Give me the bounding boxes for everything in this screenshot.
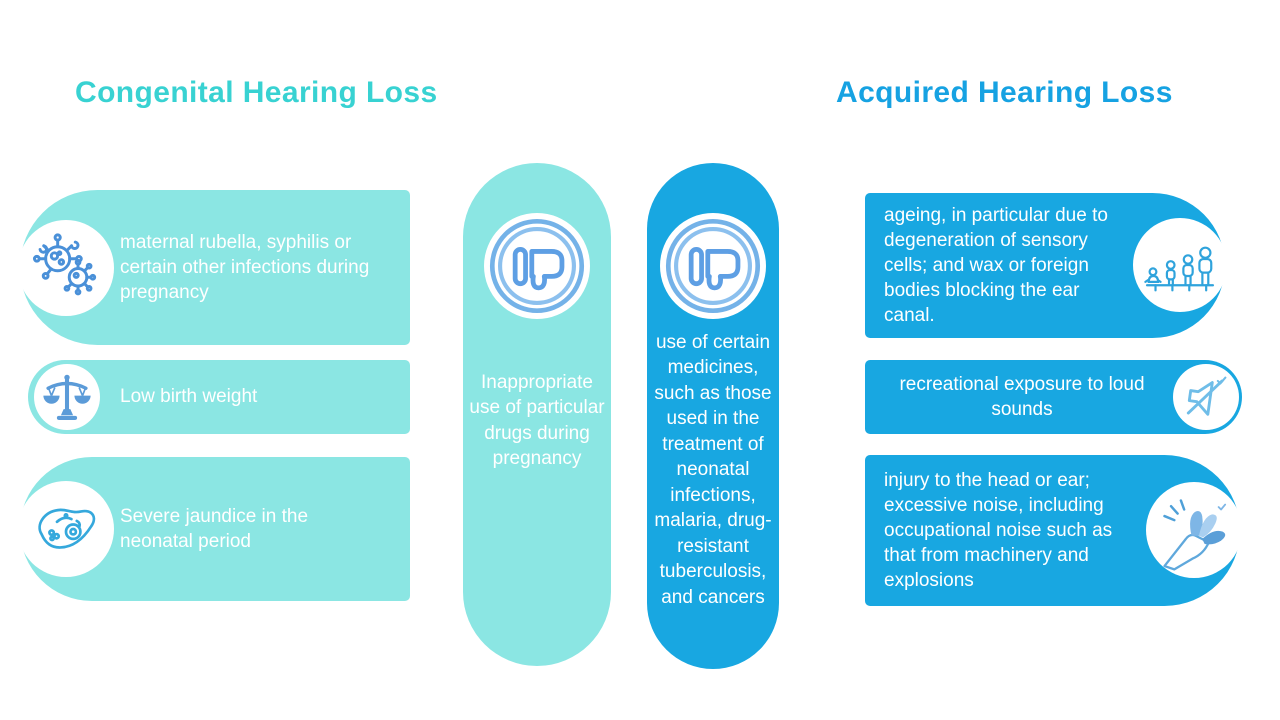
congenital-item-jaundice-text: Severe jaundice in the neonatal period — [120, 505, 309, 552]
acquired-pill-medicines-text: use of certain medicines, such as those … — [654, 332, 772, 608]
congenital-item-jaundice: Severe jaundice in the neonatal period — [18, 457, 410, 601]
congenital-item-birth-weight: Low birth weight — [28, 360, 410, 434]
acquired-item-injury: injury to the head or ear; excessive noi… — [865, 455, 1242, 606]
acquired-pill-medicines: use of certain medicines, such as those … — [647, 163, 779, 669]
thumbs-down-icon — [660, 213, 766, 319]
virus-icon — [18, 220, 114, 316]
acquired-title: Acquired Hearing Loss — [836, 76, 1173, 109]
muted-speaker-icon — [1173, 364, 1239, 430]
congenital-item-birth-weight-text: Low birth weight — [120, 386, 258, 408]
cell-icon — [18, 481, 114, 577]
acquired-item-injury-text: injury to the head or ear; excessive noi… — [884, 469, 1113, 592]
acquired-item-ageing-text: ageing, in particular due to degeneratio… — [884, 204, 1108, 327]
congenital-item-infections-text: maternal rubella, syphilis or certain ot… — [120, 231, 370, 304]
congenital-pill-drugs-text: Inappropriate use of particular drugs du… — [469, 372, 605, 470]
acquired-item-loud-sounds-text: recreational exposure to loud sounds — [899, 373, 1145, 420]
thumbs-down-icon — [484, 213, 590, 319]
congenital-item-infections: maternal rubella, syphilis or certain ot… — [18, 190, 410, 345]
congenital-pill-drugs: Inappropriate use of particular drugs du… — [463, 163, 611, 666]
scales-icon — [34, 364, 100, 430]
ageing-people-icon — [1133, 218, 1227, 312]
acquired-item-loud-sounds: recreational exposure to loud sounds — [865, 360, 1242, 434]
congenital-title: Congenital Hearing Loss — [75, 76, 438, 109]
hand-injury-icon — [1146, 482, 1242, 578]
acquired-item-ageing: ageing, in particular due to degeneratio… — [865, 193, 1227, 338]
